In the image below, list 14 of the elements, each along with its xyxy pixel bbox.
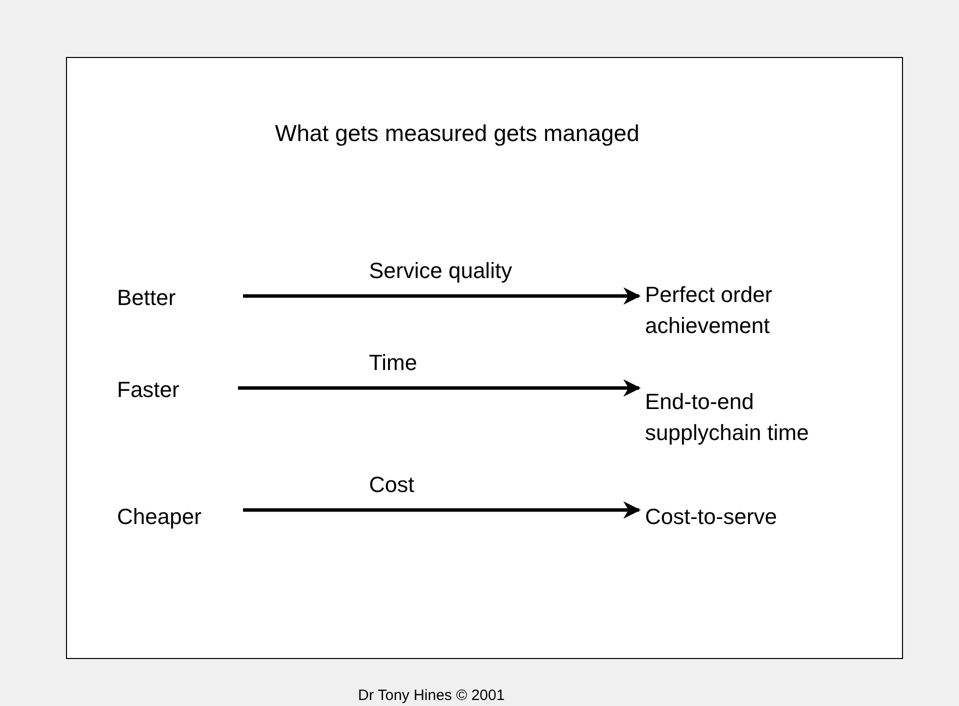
edge-label: Time <box>369 350 418 376</box>
arrow <box>243 287 641 305</box>
text-label: Cost-to-serve <box>645 501 845 532</box>
arrow <box>238 379 641 397</box>
text-label: Faster <box>117 374 232 405</box>
edge-label: Service quality <box>369 258 512 284</box>
diagram-title: What gets measured gets managed <box>275 119 640 148</box>
text-label: End-to-end supplychain time <box>645 386 845 448</box>
arrow <box>243 501 641 519</box>
edge-label: Cost <box>369 472 414 498</box>
text-label: Cheaper <box>117 501 237 532</box>
text-label: Perfect order achievement <box>645 279 845 341</box>
copyright-caption: Dr Tony Hines © 2001 <box>358 686 505 706</box>
text-label: Better <box>117 282 237 313</box>
